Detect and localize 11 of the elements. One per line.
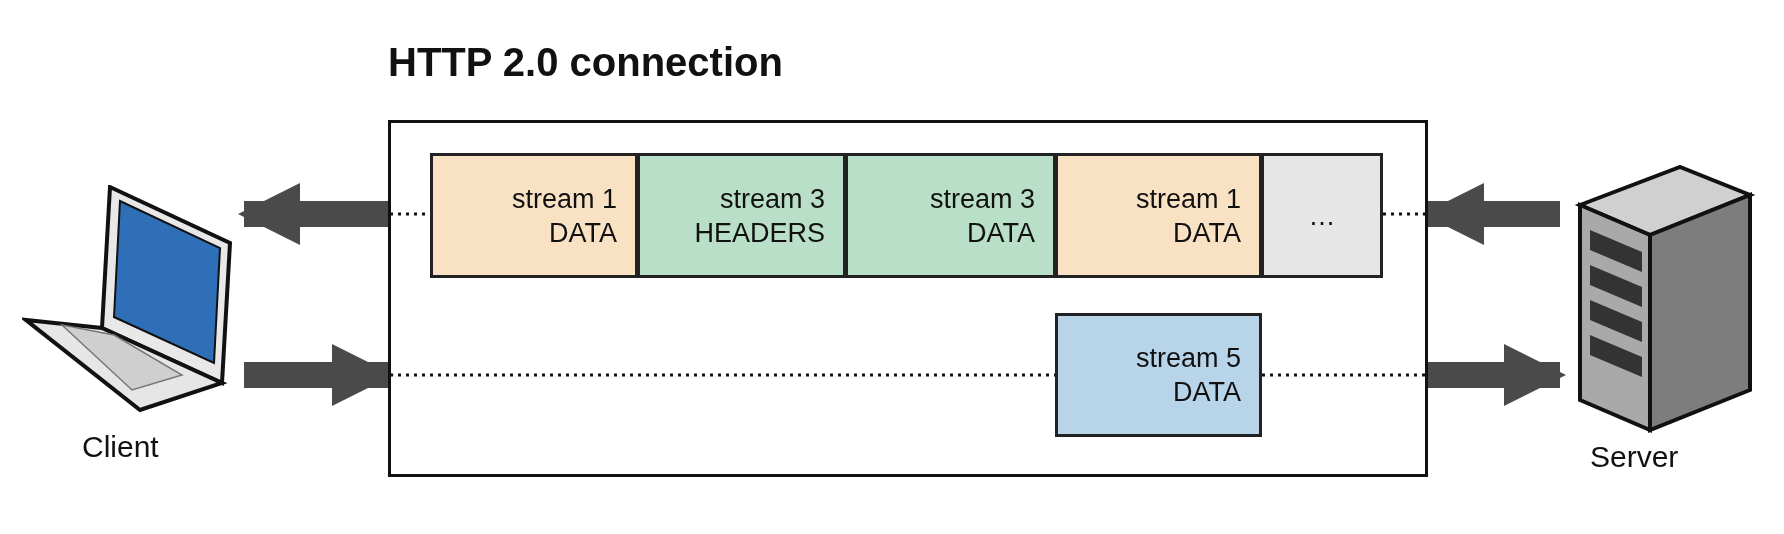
client-label: Client xyxy=(82,430,159,464)
frame-box: stream 5 DATA xyxy=(1055,313,1262,437)
heading: HTTP 2.0 connection xyxy=(388,40,783,85)
frame-box: stream 3 DATA xyxy=(845,153,1056,278)
frame-box: stream 1 DATA xyxy=(430,153,638,278)
more-frames-box: … xyxy=(1261,153,1383,278)
frame-box: stream 3 HEADERS xyxy=(637,153,846,278)
block-arrow xyxy=(237,182,388,246)
block-arrow xyxy=(1428,343,1567,407)
server-label: Server xyxy=(1590,440,1679,474)
frame-box: stream 1 DATA xyxy=(1055,153,1262,278)
